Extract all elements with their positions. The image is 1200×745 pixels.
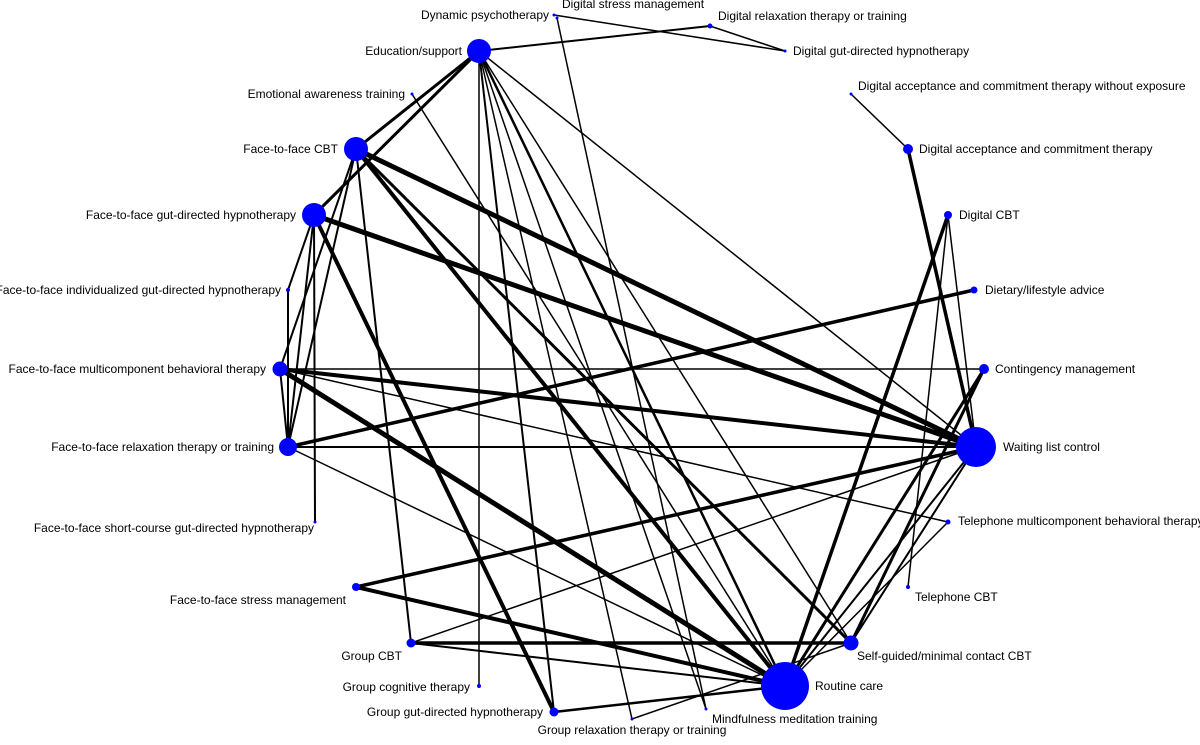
edge-tmbt-rc — [784, 521, 949, 687]
node-ftfmbt — [272, 361, 288, 377]
edge-dyn-dgh — [553, 14, 786, 52]
node-wlc — [956, 427, 996, 467]
edge-ftfmbt-tmbt — [279, 368, 949, 523]
node-label-ftfsm: Face-to-face stress management — [170, 593, 347, 607]
node-label-eat: Emotional awareness training — [248, 87, 405, 101]
node-tmbt — [945, 519, 951, 525]
edge-ftfcbt-rc — [354, 147, 787, 688]
edge-dcbt-rc — [783, 214, 950, 687]
edge-ftfcbt-ftfmbt — [279, 148, 357, 370]
edge-ftfrt-rc — [287, 446, 786, 687]
node-ftfcbt — [344, 137, 368, 161]
edge-edu-sgcbt — [478, 50, 852, 644]
node-tcbt — [906, 585, 910, 589]
edge-ftfgdh-ftfscgdh — [313, 214, 316, 523]
edge-rc-wlc — [784, 446, 977, 687]
node-cm — [979, 364, 989, 374]
edge-ftfcbt-ftfrt — [287, 148, 357, 448]
edge-edu-wlc — [478, 50, 977, 448]
node-gcbt — [406, 638, 416, 648]
edge-ggdh-rc — [553, 684, 786, 714]
node-label-ftfcbt: Face-to-face CBT — [243, 142, 338, 156]
node-label-drt: Digital relaxation therapy or training — [718, 9, 907, 23]
node-label-tcbt: Telephone CBT — [915, 590, 998, 604]
node-label-dyn: Dynamic psychotherapy — [421, 8, 549, 22]
node-label-cm: Contingency management — [995, 362, 1136, 376]
node-label-grt: Group relaxation therapy or training — [538, 723, 727, 737]
node-sgcbt — [843, 635, 859, 651]
node-rc — [761, 662, 809, 710]
edge-edu-ftfcbt — [355, 49, 480, 151]
node-gct — [477, 684, 481, 688]
node-mmt — [704, 707, 708, 711]
edge-dcbt-wlc — [947, 214, 977, 448]
node-label-rc: Routine care — [815, 679, 883, 693]
node-dcbt — [944, 211, 952, 219]
node-dyn — [552, 13, 556, 17]
node-label-edu: Education/support — [365, 44, 462, 58]
node-dsm — [555, 16, 559, 20]
edge-edu-drt — [478, 25, 711, 52]
edge-edu-ggdh — [478, 50, 555, 713]
node-label-ftfrt: Face-to-face relaxation therapy or train… — [51, 440, 274, 454]
node-label-dsm: Digital stress management — [562, 0, 705, 11]
nodes-layer — [272, 13, 996, 721]
edge-ftfgdh-wlc — [313, 212, 977, 450]
edge-ftfsm-rc — [355, 585, 786, 688]
node-label-wlc: Waiting list control — [1003, 440, 1100, 454]
node-label-dla: Dietary/lifestyle advice — [985, 283, 1105, 297]
node-label-mmt: Mindfulness meditation training — [712, 712, 877, 726]
node-ftfrt — [279, 438, 297, 456]
node-label-tmbt: Telephone multicomponent behavioral ther… — [958, 514, 1200, 528]
node-label-gcbt: Group CBT — [341, 649, 402, 663]
edge-drt-dgh — [709, 25, 786, 52]
node-label-ftfgdh: Face-to-face gut-directed hypnotherapy — [86, 208, 296, 222]
edge-edu-ftfgdh — [312, 49, 481, 217]
edge-ftfmbt-rc — [278, 366, 787, 689]
node-label-sgcbt: Self-guided/minimal contact CBT — [857, 649, 1032, 663]
edges-layer — [278, 14, 986, 720]
node-dact — [903, 144, 913, 154]
node-drt — [707, 23, 713, 29]
node-label-ftfmbt: Face-to-face multicomponent behavioral t… — [9, 362, 266, 376]
node-label-dgh: Digital gut-directed hypnotherapy — [793, 44, 969, 58]
edge-ftfsm-wlc — [355, 445, 977, 589]
edge-ftfgdh-ftfrt — [287, 214, 315, 448]
node-eat — [410, 92, 414, 96]
edge-dact_ne-dact — [850, 93, 909, 150]
node-ftfigdh — [286, 288, 290, 292]
edge-ftfmbt-wlc — [279, 367, 977, 449]
node-label-gct: Group cognitive therapy — [343, 680, 470, 694]
node-label-ftfscgdh: Face-to-face short-course gut-directed h… — [34, 521, 314, 535]
node-ftfgdh — [302, 203, 326, 227]
edge-dsm-mmt — [556, 17, 707, 710]
node-ggdh — [549, 707, 559, 717]
edge-ftfcbt-wlc — [354, 146, 978, 450]
node-dact_ne — [849, 92, 853, 96]
edge-gcbt-wlc — [410, 446, 977, 644]
node-label-dcbt: Digital CBT — [959, 208, 1020, 222]
node-label-dact: Digital acceptance and commitment therap… — [919, 142, 1152, 156]
node-edu — [467, 39, 491, 63]
node-label-ggdh: Group gut-directed hypnotherapy — [367, 705, 543, 719]
edge-ftfcbt-sgcbt — [354, 147, 853, 645]
node-dgh — [783, 49, 787, 53]
node-grt — [630, 717, 634, 721]
node-dla — [970, 286, 978, 294]
node-label-ftfigdh: Face-to-face individualized gut-directed… — [0, 283, 281, 297]
node-ftfscgdh — [313, 520, 317, 524]
edge-cm-rc — [783, 368, 986, 687]
edge-ftfgdh-ftfigdh — [287, 214, 315, 291]
node-ftfsm — [352, 583, 360, 591]
edge-sgcbt-wlc — [850, 446, 977, 644]
edge-ftfmbt-ftfrt — [279, 368, 289, 448]
edge-gcbt-rc — [410, 642, 786, 687]
node-label-dact_ne: Digital acceptance and commitment therap… — [858, 79, 1186, 93]
